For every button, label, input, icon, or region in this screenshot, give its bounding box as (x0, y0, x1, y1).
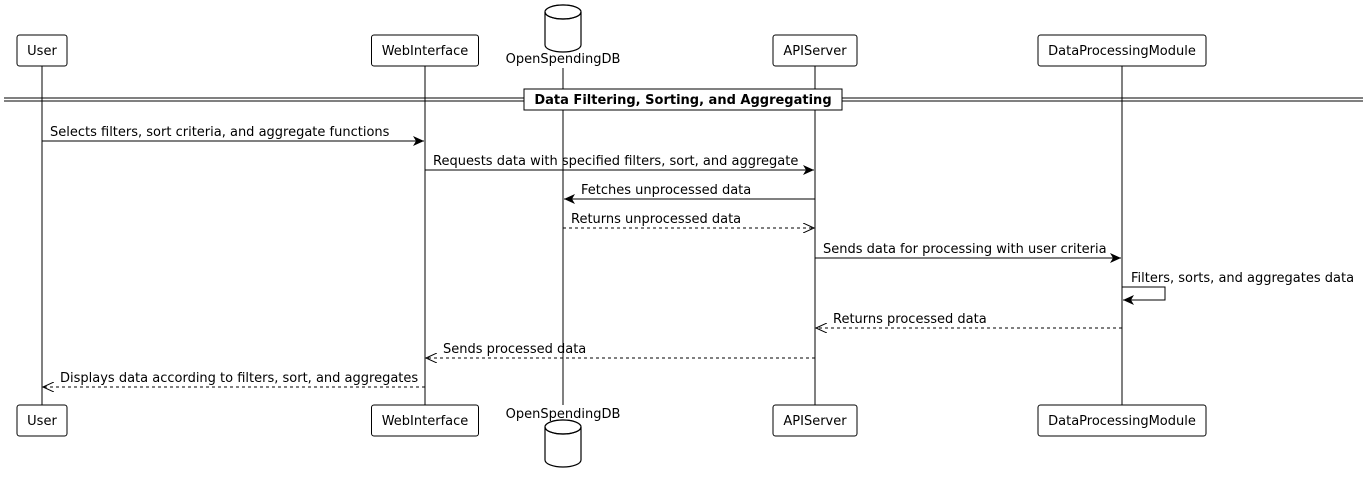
divider-label: Data Filtering, Sorting, and Aggregating (534, 93, 831, 108)
message-label: Sends data for processing with user crit… (823, 242, 1107, 257)
message-label: Sends processed data (443, 342, 586, 357)
message-5: Sends data for processing with user crit… (815, 242, 1121, 263)
participant-label: WebInterface (382, 414, 469, 429)
participant-dpm-top: DataProcessingModule (1037, 34, 1207, 67)
participant-user-bottom: User (16, 404, 68, 437)
participant-box (371, 34, 479, 67)
participant-dpm-bottom: DataProcessingModule (1037, 404, 1207, 437)
message-3: Fetches unprocessed data (564, 183, 815, 204)
message-8: Sends processed data (426, 342, 815, 358)
participant-label: APIServer (783, 414, 847, 429)
participant-label: User (27, 414, 57, 429)
participant-web-bottom: WebInterface (371, 404, 479, 437)
participant-box (16, 34, 68, 67)
participant-box (772, 34, 858, 67)
participant-label: DataProcessingModule (1048, 414, 1196, 429)
message-label: Displays data according to filters, sort… (60, 371, 418, 386)
participant-box (772, 404, 858, 437)
participant-label: WebInterface (382, 44, 469, 59)
self-message-arrow (1122, 286, 1166, 305)
message-9: Displays data according to filters, sort… (43, 371, 425, 387)
message-1: Selects filters, sort criteria, and aggr… (42, 125, 424, 146)
participant-box (16, 404, 68, 437)
participant-box (1037, 404, 1207, 437)
participant-label: User (27, 44, 57, 59)
participant-label: DataProcessingModule (1048, 44, 1196, 59)
participant-db-top: OpenSpendingDB (506, 4, 621, 67)
message-label: Filters, sorts, and aggregates data (1131, 271, 1354, 286)
message-6: Filters, sorts, and aggregates data (1122, 271, 1354, 305)
participant-web-top: WebInterface (371, 34, 479, 67)
message-label: Requests data with specified filters, so… (433, 154, 798, 169)
database-icon (544, 419, 582, 468)
participant-box (371, 404, 479, 437)
message-2: Requests data with specified filters, so… (425, 154, 814, 175)
participant-api-bottom: APIServer (772, 404, 858, 437)
message-label: Returns unprocessed data (571, 212, 741, 227)
database-icon (544, 4, 582, 53)
message-label: Selects filters, sort criteria, and aggr… (50, 125, 390, 140)
section-divider: Data Filtering, Sorting, and Aggregating (523, 88, 843, 111)
participant-db-bottom: OpenSpendingDB (506, 407, 621, 468)
participant-label: APIServer (783, 44, 847, 59)
participant-user-top: User (16, 34, 68, 67)
participant-label: OpenSpendingDB (506, 52, 621, 67)
participant-label: OpenSpendingDB (506, 407, 621, 422)
participant-api-top: APIServer (772, 34, 858, 67)
message-7: Returns processed data (816, 312, 1122, 328)
message-label: Returns processed data (833, 312, 987, 327)
participant-box (1037, 34, 1207, 67)
message-4: Returns unprocessed data (563, 212, 814, 228)
message-label: Fetches unprocessed data (581, 183, 751, 198)
